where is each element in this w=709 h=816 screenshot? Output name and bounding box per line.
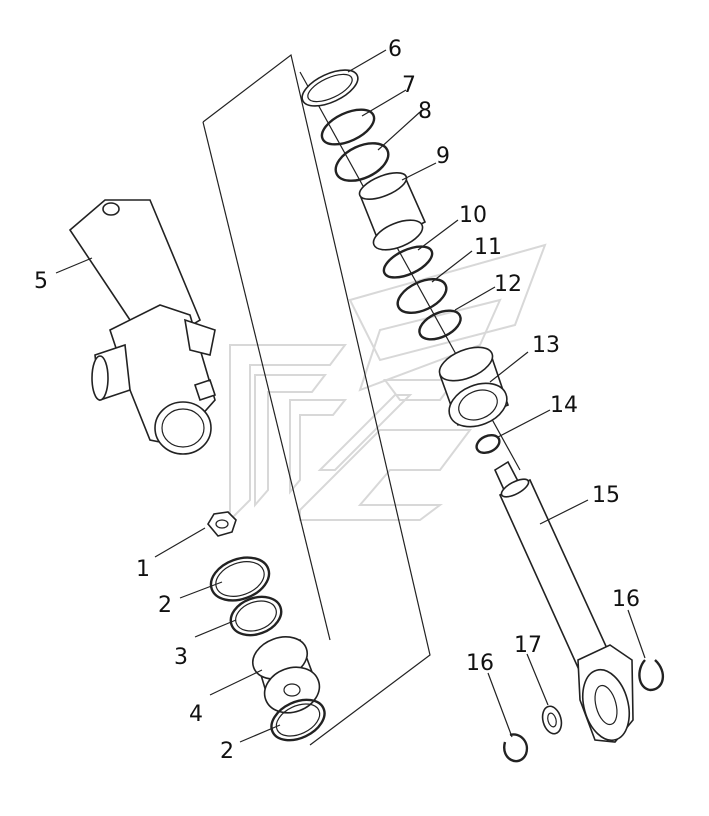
part-9-guide-sleeve (358, 172, 427, 251)
part-1-nut (207, 511, 237, 537)
callout-1: 1 (136, 557, 150, 582)
callout-2-lower: 2 (220, 739, 234, 764)
part-13-cylinder-head (438, 346, 510, 428)
part-12-ring (418, 309, 462, 341)
callout-9: 9 (436, 144, 450, 169)
callout-11: 11 (474, 235, 502, 260)
part-3-ring (229, 595, 283, 637)
callout-6: 6 (388, 37, 402, 62)
part-16-circlip-left (503, 733, 529, 763)
callout-10: 10 (459, 203, 487, 228)
part-5-cylinder-barrel (68, 199, 217, 455)
part-15-piston-rod (493, 460, 634, 743)
part-8-ring (334, 142, 390, 182)
callout-7: 7 (402, 73, 416, 98)
part-11-ring (396, 278, 448, 314)
callout-16-right: 16 (612, 587, 640, 612)
leader-lines (55, 49, 646, 743)
callout-8: 8 (418, 99, 432, 124)
part-17-bushing (541, 705, 563, 735)
callout-12: 12 (494, 272, 522, 297)
callout-3: 3 (174, 645, 188, 670)
callout-4: 4 (189, 702, 203, 727)
part-10-ring (382, 245, 434, 279)
part-2-ring-lower (270, 698, 326, 742)
part-2-ring-upper (209, 556, 271, 602)
callout-labels: 1 2 3 4 2 5 6 7 8 9 10 11 12 13 14 15 16… (34, 37, 640, 764)
part-7-ring (320, 108, 376, 146)
part-6-dust-seal (301, 69, 359, 107)
part-14-ring (475, 433, 501, 455)
part-16-circlip-right (638, 659, 665, 692)
callout-13: 13 (532, 333, 560, 358)
callout-5: 5 (34, 269, 48, 294)
callout-17: 17 (514, 633, 542, 658)
callout-2-upper: 2 (158, 593, 172, 618)
part-4-piston (252, 636, 321, 714)
callout-14: 14 (550, 393, 578, 418)
callout-16-left: 16 (466, 651, 494, 676)
callout-15: 15 (592, 483, 620, 508)
